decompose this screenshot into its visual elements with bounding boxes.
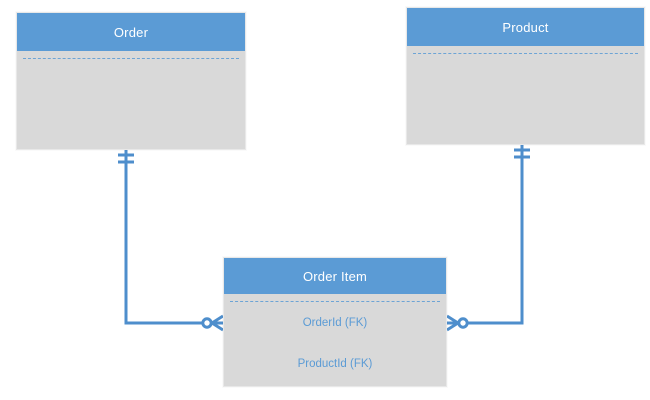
entity-product-title: Product: [502, 19, 549, 35]
cardinality-many-crowsfoot: [211, 314, 224, 332]
attribute-order-id: OrderId (FK): [224, 317, 446, 330]
entity-product-divider: [413, 53, 638, 54]
entity-product[interactable]: Product: [406, 7, 645, 145]
entity-order-divider: [23, 58, 239, 59]
entity-order-header: Order: [17, 13, 245, 51]
relationship-product-to-order-item[interactable]: [446, 145, 530, 332]
entity-order-body: [17, 51, 245, 151]
cardinality-zero-circle: [457, 317, 469, 329]
entity-order[interactable]: Order: [16, 12, 246, 150]
entity-order-item-divider: [230, 301, 440, 302]
entity-order-item-header: Order Item: [224, 258, 446, 294]
attribute-order-id-label: OrderId (FK): [302, 317, 368, 329]
attribute-product-id-label: ProductId (FK): [297, 358, 373, 370]
entity-order-item-title: Order Item: [302, 268, 368, 284]
cardinality-many-crowsfoot: [446, 314, 459, 332]
connector-line: [124, 150, 205, 325]
entity-order-item-body: OrderId (FK) ProductId (FK): [224, 294, 446, 388]
entity-order-item[interactable]: Order Item OrderId (FK) ProductId (FK): [223, 257, 447, 387]
entity-product-body: [407, 46, 644, 146]
cardinality-zero-circle: [201, 317, 213, 329]
relationship-order-to-order-item[interactable]: [118, 150, 224, 332]
entity-product-header: Product: [407, 8, 644, 46]
connector-line: [465, 145, 524, 325]
entity-order-title: Order: [113, 24, 149, 40]
attribute-product-id: ProductId (FK): [224, 358, 446, 371]
